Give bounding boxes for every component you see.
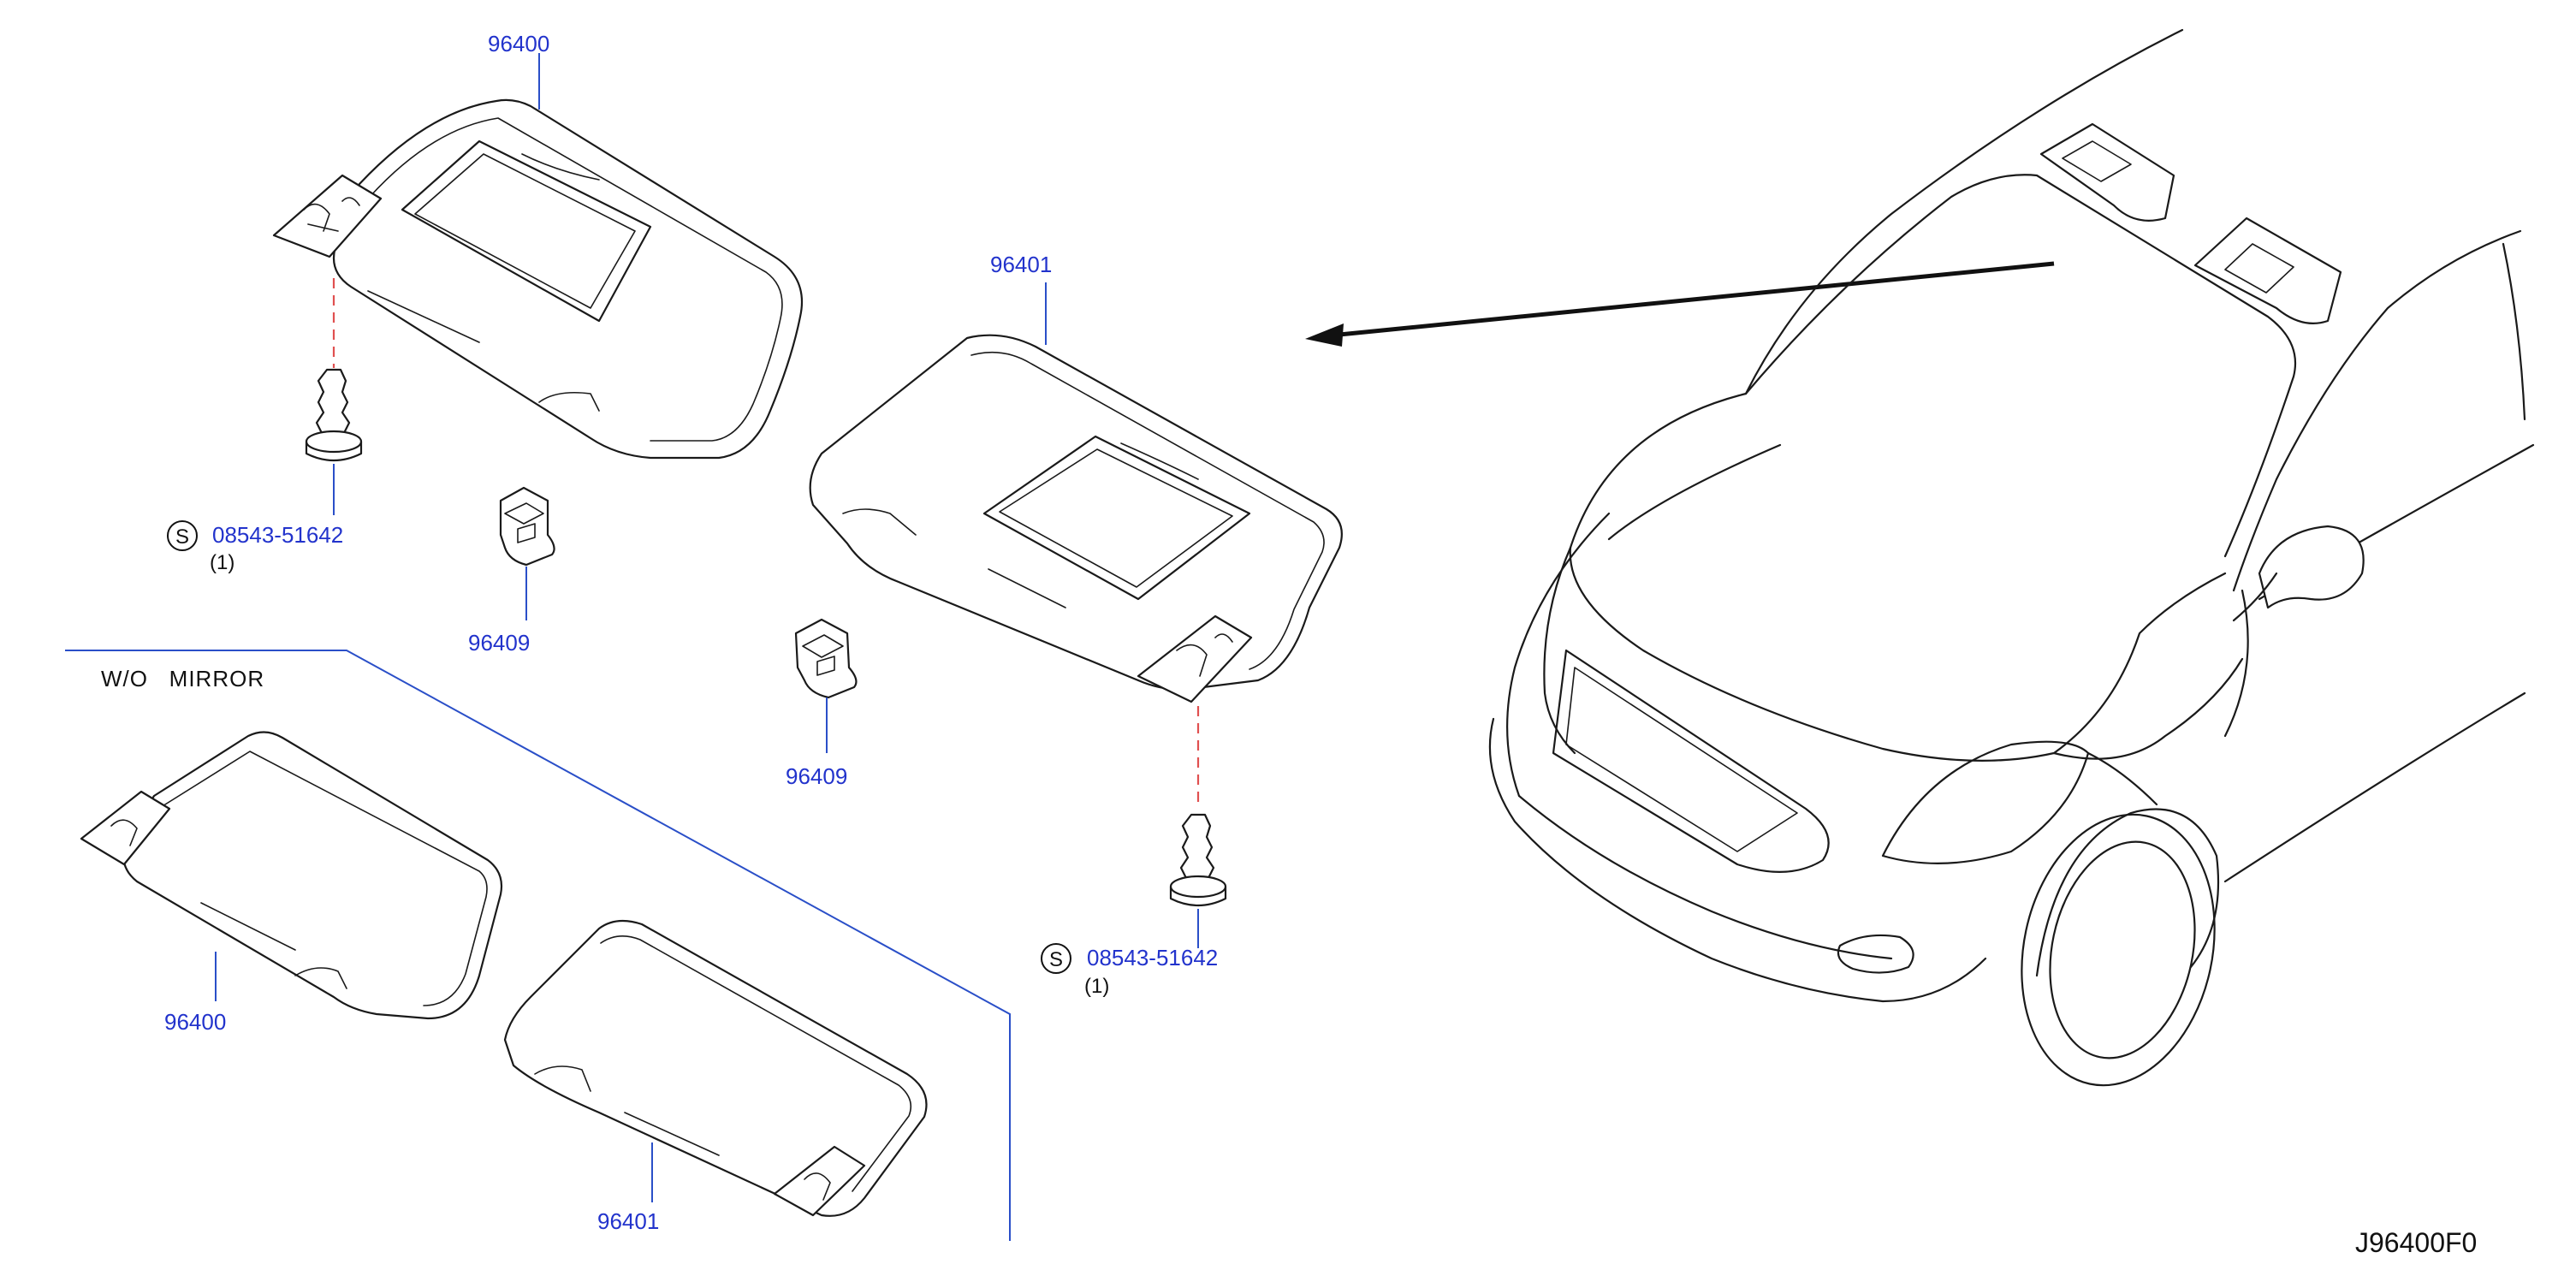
clip-96409-top[interactable] bbox=[499, 486, 555, 567]
visor-96400-without-mirror[interactable] bbox=[80, 731, 503, 1020]
screw-icon bbox=[1169, 813, 1227, 907]
wo-mirror-boundary bbox=[65, 650, 1011, 1241]
svg-text:S: S bbox=[175, 525, 189, 549]
part-number-96400-bottom: 96400 bbox=[164, 1009, 226, 1035]
part-number-96409-middle: 96409 bbox=[786, 763, 847, 789]
part-number-screw-top: 08543-51642 bbox=[212, 522, 343, 548]
vehicle-outline bbox=[1488, 28, 2535, 1087]
part-number-96401-bottom: 96401 bbox=[597, 1208, 659, 1234]
location-arrow bbox=[1305, 261, 2055, 347]
quantity-screw-top: (1) bbox=[210, 551, 234, 574]
visor-96401-without-mirror[interactable] bbox=[503, 919, 928, 1217]
screw-icon bbox=[305, 368, 363, 462]
part-number-96400-top: 96400 bbox=[488, 31, 549, 56]
quantity-screw-middle: (1) bbox=[1084, 975, 1109, 998]
diagram-code: J96400F0 bbox=[2355, 1227, 2477, 1258]
svg-text:S: S bbox=[1049, 948, 1063, 971]
visor-96401-with-mirror[interactable] bbox=[809, 334, 1343, 703]
standard-part-symbol: S bbox=[167, 520, 198, 551]
part-number-96401-middle: 96401 bbox=[990, 252, 1052, 277]
part-number-96409-top: 96409 bbox=[468, 630, 530, 656]
part-number-screw-middle: 08543-51642 bbox=[1087, 945, 1218, 970]
without-mirror-note: W/O MIRROR bbox=[101, 666, 264, 691]
visor-96400-with-mirror[interactable] bbox=[272, 98, 804, 460]
clip-96409-middle[interactable] bbox=[794, 618, 858, 699]
standard-part-symbol: S bbox=[1041, 943, 1071, 974]
